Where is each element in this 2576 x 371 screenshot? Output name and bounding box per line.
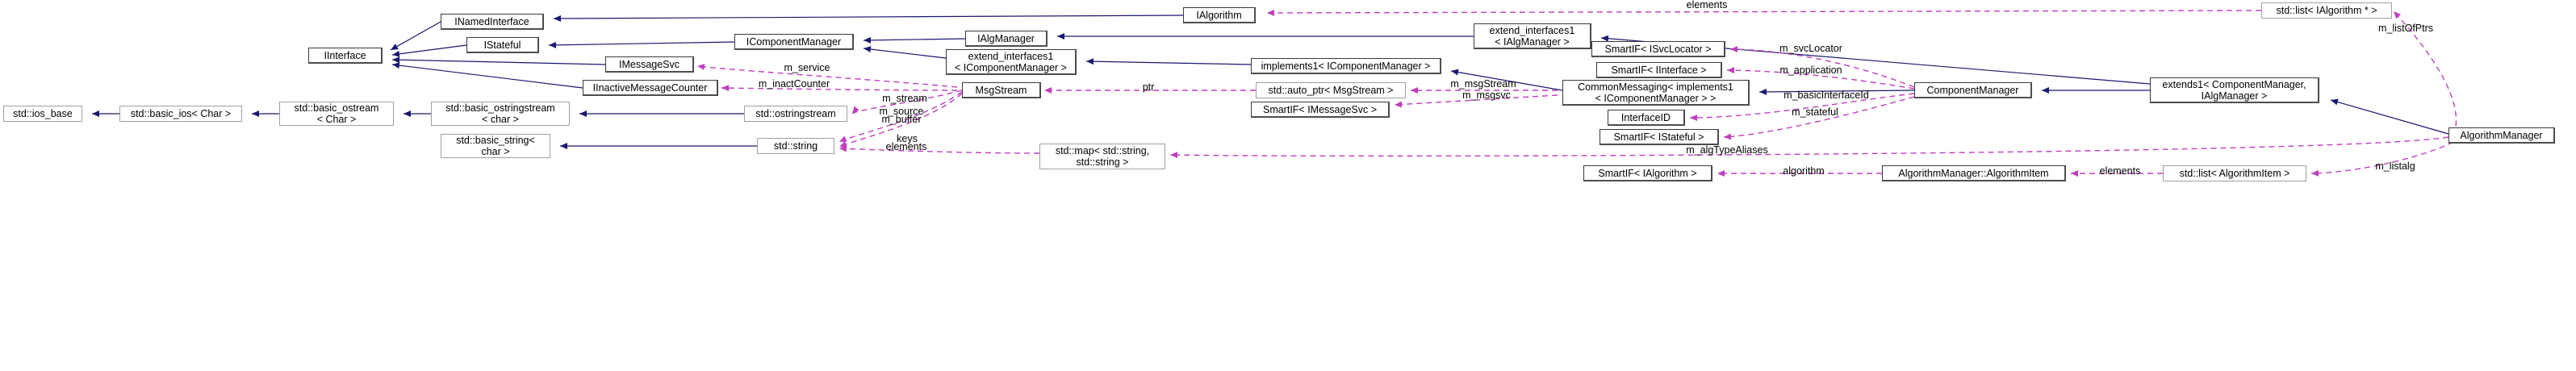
node-std-basic-string[interactable]: std::basic_string< char > (441, 134, 550, 158)
node-iinterface[interactable]: IInterface (308, 48, 383, 64)
edge-label-ptr: ptr (1142, 81, 1155, 93)
edge-label-elements-string: elements (885, 141, 927, 152)
edge-label-m-buffer: m_buffer (881, 114, 922, 125)
node-iinactivemessagecounter[interactable]: IInactiveMessageCounter (583, 80, 718, 96)
node-std-list-ialgorithm-ptr[interactable]: std::list< IAlgorithm * > (2261, 2, 2392, 19)
node-smartif-imessagesvc[interactable]: SmartIF< IMessageSvc > (1251, 102, 1390, 118)
node-std-map-string-string[interactable]: std::map< std::string, std::string > (1039, 144, 1165, 169)
node-extend-interfaces1-icomponentmanager[interactable]: extend_interfaces1 < IComponentManager > (946, 49, 1077, 75)
node-extends1-componentmanager-ialgmanager[interactable]: extends1< ComponentManager, IAlgManager … (2150, 77, 2319, 103)
node-ialgmanager[interactable]: IAlgManager (965, 31, 1048, 47)
edge-label-elements-top: elements (1686, 0, 1728, 10)
node-extend-interfaces1-ialgmanager[interactable]: extend_interfaces1 < IAlgManager > (1474, 23, 1591, 49)
node-icomponentmanager[interactable]: IComponentManager (734, 34, 854, 50)
node-inamedinterface[interactable]: INamedInterface (441, 14, 544, 30)
edge-label-m-application: m_application (1779, 65, 1842, 76)
node-componentmanager[interactable]: ComponentManager (1914, 82, 2032, 98)
node-algorithmmanager[interactable]: AlgorithmManager (2448, 127, 2555, 144)
node-std-ostringstream[interactable]: std::ostringstream (744, 106, 847, 122)
edge-label-m-listofptrs: m_listOfPtrs (2377, 23, 2434, 34)
edge-label-m-msgstream: m_msgStream (1450, 78, 1516, 90)
node-std-basic-ios[interactable]: std::basic_ios< Char > (119, 106, 242, 122)
node-smartif-istateful[interactable]: SmartIF< IStateful > (1600, 129, 1719, 145)
node-istateful[interactable]: IStateful (466, 37, 539, 53)
node-smartif-isvclocator[interactable]: SmartIF< ISvcLocator > (1591, 41, 1725, 57)
node-smartif-iinterface[interactable]: SmartIF< IInterface > (1596, 62, 1722, 78)
node-smartif-ialgorithm[interactable]: SmartIF< IAlgorithm > (1583, 165, 1712, 181)
node-imessagesvc[interactable]: IMessageSvc (605, 56, 694, 73)
node-interfaceid[interactable]: InterfaceID (1608, 110, 1685, 126)
node-std-string[interactable]: std::string (757, 138, 834, 154)
edge-label-m-algtypealiases: m_algTypeAliases (1686, 144, 1768, 156)
edge-label-m-stateful: m_stateful (1792, 106, 1838, 118)
node-std-basic-ostringstream[interactable]: std::basic_ostringstream < char > (431, 102, 570, 126)
edge-label-m-basicinterfaceid: m_basicInterfaceId (1784, 90, 1869, 101)
node-std-auto-ptr-msgstream[interactable]: std::auto_ptr< MsgStream > (1256, 82, 1406, 98)
edge-label-m-svclocator: m_svcLocator (1779, 43, 1842, 54)
edge-label-algorithm: algorithm (1783, 165, 1825, 177)
node-algorithmmanager-algorithmitem[interactable]: AlgorithmManager::AlgorithmItem (1882, 165, 2066, 181)
node-msgstream[interactable]: MsgStream (962, 82, 1041, 98)
node-commonmessaging[interactable]: CommonMessaging< implements1 < IComponen… (1562, 80, 1750, 106)
edge-label-m-inactcounter: m_inactCounter (758, 78, 830, 90)
edge-label-m-service: m_service (784, 62, 830, 73)
node-implements1-icomponentmanager[interactable]: implements1< IComponentManager > (1251, 58, 1441, 74)
edge-label-elements-items: elements (2099, 165, 2141, 177)
edge-label-m-stream: m_stream (882, 93, 927, 104)
node-std-basic-ostream[interactable]: std::basic_ostream < Char > (279, 102, 394, 126)
edge-label-m-msgsvc: m_msgsvc (1462, 90, 1511, 101)
edge-label-m-listalg: m_listalg (2375, 160, 2415, 172)
node-ialgorithm[interactable]: IAlgorithm (1183, 7, 1256, 23)
node-std-ios-base[interactable]: std::ios_base (3, 106, 82, 122)
node-std-list-algorithmitem[interactable]: std::list< AlgorithmItem > (2163, 165, 2306, 181)
